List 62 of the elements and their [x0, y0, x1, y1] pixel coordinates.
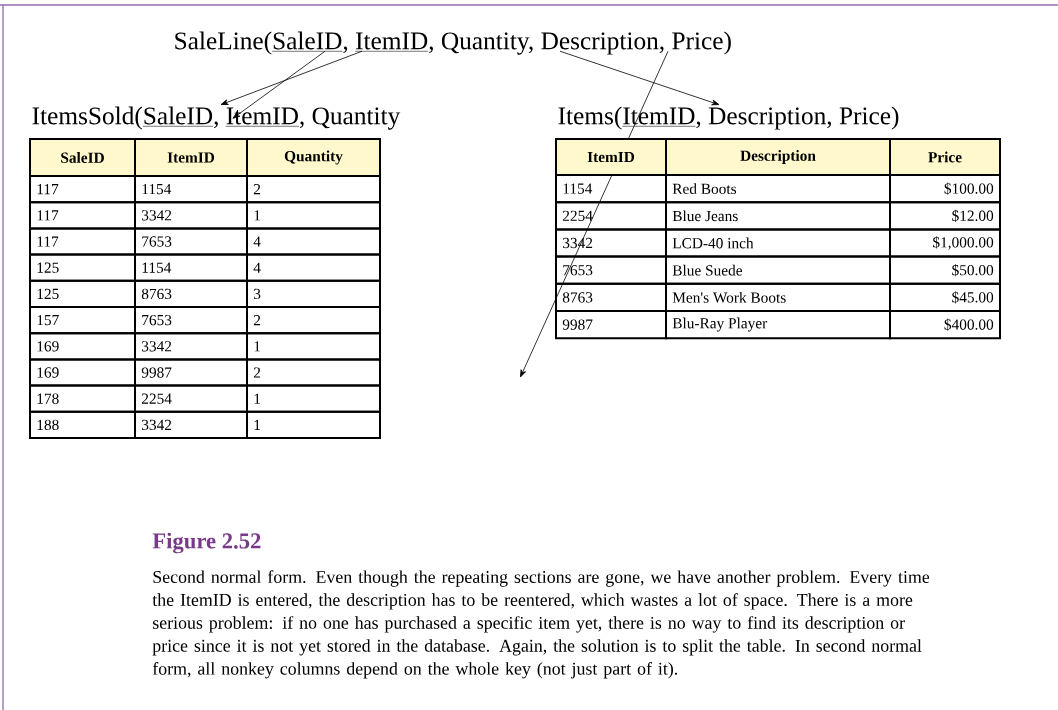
- header-cell: SaleID: [29, 138, 136, 177]
- table-cell: Blue Suede: [665, 255, 891, 285]
- table-cell: $400.00: [889, 310, 1001, 340]
- header-cell: ItemID: [134, 138, 248, 177]
- arrow: [559, 50, 720, 106]
- header-cell: ItemID: [555, 138, 667, 176]
- figure-number: Figure 2.52: [152, 532, 261, 554]
- table-cell: 117: [29, 227, 136, 256]
- table-cell: 169: [29, 358, 136, 387]
- table-cell: 3342: [134, 332, 248, 361]
- table-cell: 2254: [555, 201, 667, 231]
- table-cell: Men's Work Boots: [665, 282, 891, 312]
- table-cell: 117: [29, 175, 136, 204]
- arrow: [232, 50, 326, 119]
- arrow: [520, 50, 669, 378]
- table-cell: 157: [29, 306, 136, 335]
- table-cell: 2: [246, 175, 381, 204]
- caption-text: Second normal form. Even though the repeating sections are gone, we have another problem. Every time the ItemID is entered, the description has to be reentered, which wastes a lot of space. There is a more serious problem: if no one has purchased a specific item yet, there is no way to find its description or price since it is not yet stored in the database. Again, the solution is to split the table. In second normal form, all nonkey columns depend on the whole key (not just part of it).: [152, 570, 930, 679]
- schema-heading: SaleLine(SaleID, ItemID, Quantity, Description, Price): [175, 31, 731, 55]
- table-cell: 1: [246, 410, 381, 439]
- header-cell: Price: [889, 138, 1001, 176]
- table-cell: 4: [246, 227, 381, 256]
- arrow: [220, 50, 363, 105]
- table-cell: 169: [29, 332, 136, 361]
- table-cell: $1,000.00: [889, 228, 1001, 258]
- table-cell: 1: [246, 384, 381, 413]
- schema-heading: Items(ItemID, Description, Price): [558, 106, 899, 130]
- table-cell: 8763: [555, 282, 667, 312]
- table-cell: 188: [29, 410, 136, 439]
- table-cell: 125: [29, 279, 136, 308]
- table-cell: 125: [29, 253, 136, 282]
- table-cell: 1: [246, 201, 381, 230]
- table-cell: 1154: [134, 253, 248, 282]
- table-cell: $50.00: [889, 255, 1001, 285]
- table-cell: Blu-Ray Player: [665, 310, 891, 340]
- table-cell: 2: [246, 306, 381, 335]
- table-cell: Blue Jeans: [665, 201, 891, 231]
- table-cell: 4: [246, 253, 381, 282]
- table-cell: 7653: [134, 227, 248, 256]
- table-cell: 3342: [134, 410, 248, 439]
- schema-heading: ItemsSold(SaleID, ItemID, Quantity: [32, 106, 401, 130]
- table-cell: LCD-40 inch: [665, 228, 891, 258]
- table-cell: 9987: [555, 310, 667, 340]
- table-cell: $12.00: [889, 201, 1001, 231]
- table-cell: Red Boots: [665, 174, 891, 204]
- table-cell: $45.00: [889, 282, 1001, 312]
- table-cell: 8763: [134, 279, 248, 308]
- table-cell: 178: [29, 384, 136, 413]
- table-cell: 3342: [555, 228, 667, 258]
- table-cell: 3342: [134, 201, 248, 230]
- table-cell: 9987: [134, 358, 248, 387]
- table-cell: 3: [246, 279, 381, 308]
- table-cell: 2: [246, 358, 381, 387]
- table-cell: 7653: [555, 255, 667, 285]
- table-cell: 117: [29, 201, 136, 230]
- table-cell: 7653: [134, 306, 248, 335]
- header-cell: Quantity: [246, 138, 381, 177]
- table-cell: 2254: [134, 384, 248, 413]
- table-cell: 1: [246, 332, 381, 361]
- table-cell: 1154: [134, 175, 248, 204]
- table-cell: 1154: [555, 174, 667, 204]
- table-cell: $100.00: [889, 174, 1001, 204]
